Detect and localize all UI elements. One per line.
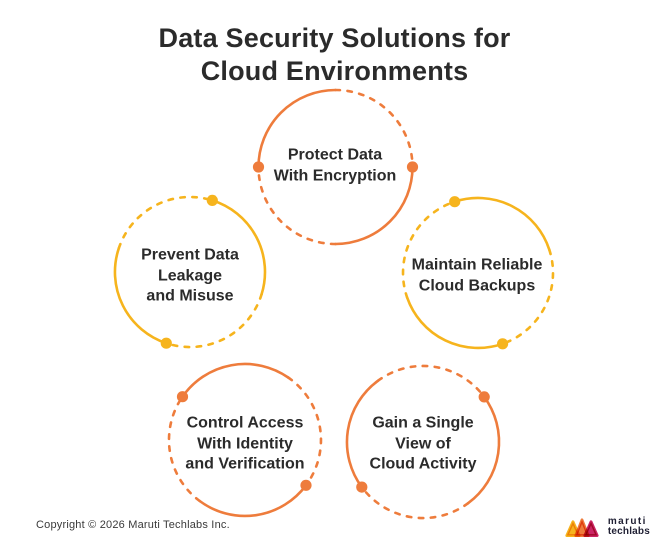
copyright-text: Copyright © 2026 Maruti Techlabs Inc. [36,519,230,531]
logo-triangle-magenta-outline [583,520,599,537]
label-prevent-leakage-line-3: and Misuse [146,287,234,305]
ring-cloud-activity-arc-solid-2 [345,379,380,489]
ring-prevent-leakage-arc-dashed-2 [117,195,214,250]
ring-protect-data-arc-solid-1 [257,88,337,169]
ring-cloud-activity-dot-top [478,391,490,403]
label-cloud-activity-line-2: View of [395,434,451,452]
label-prevent-leakage: Prevent Data Leakage and Misuse [141,245,239,307]
ring-prevent-leakage-dot-top [206,194,218,206]
ring-cloud-backups-dot-top [449,196,461,208]
ring-protect-data-dot-right [406,161,419,173]
logo-triangle-orange-outline [574,518,590,537]
label-control-access-line-2: With Identity [197,434,293,452]
maruti-techlabs-logo-icon [565,518,599,537]
ring-control-access-arc-dashed-1 [286,376,323,487]
label-cloud-backups: Maintain Reliable Cloud Backups [412,256,543,297]
ring-control-access-arc-solid-2 [198,484,308,518]
ring-prevent-leakage-arc-solid-2 [113,247,168,345]
label-cloud-activity: Gain a Single View of Cloud Activity [370,413,477,475]
page-title-line-2: Cloud Environments [200,56,469,86]
page-title-line-1: Data Security Solutions for [158,23,511,53]
ring-cloud-backups-arc-solid-1 [453,196,551,251]
label-protect-data-line-1: Protect Data [287,146,383,164]
page-title: Data Security Solutions for Cloud Enviro… [0,22,669,88]
ring-control-access-arc-solid-1 [181,362,290,398]
ring-protect-data [252,88,419,246]
ring-control-access-dot-bottom [300,479,312,491]
brand-wordmark: maruti techlabs [607,515,650,537]
ring-control-access [167,362,323,518]
ring-cloud-activity-arc-dashed-2 [376,364,486,399]
ring-cloud-backups [401,196,555,350]
label-cloud-activity-line-3: Cloud Activity [369,455,477,473]
ring-cloud-backups-arc-solid-2 [405,296,504,350]
label-control-access-line-3: and Verification [185,455,305,473]
logo-triangle-yellow-outline [565,520,581,537]
label-cloud-backups-line-1: Maintain Reliable [411,256,543,274]
brand-name-line-1: maruti [607,515,647,527]
ring-cloud-activity-arc-solid-1 [466,395,501,505]
label-control-access-line-1: Control Access [186,414,304,432]
ring-prevent-leakage [113,194,267,349]
ring-cloud-backups-dot-bottom [497,338,509,350]
brand-name-line-2: techlabs [607,525,650,537]
ring-prevent-leakage-dot-bottom [160,337,172,349]
label-control-access: Control Access With Identity and Verific… [185,413,304,475]
ring-protect-data-arc-dashed-1 [334,88,414,169]
label-protect-data: Protect Data With Encryption [274,146,397,187]
ring-cloud-backups-arc-dashed-2 [401,200,456,299]
ring-protect-data-dot-left [252,161,265,173]
label-prevent-leakage-line-2: Leakage [157,266,223,284]
label-prevent-leakage-line-1: Prevent Data [141,246,239,264]
ring-prevent-leakage-arc-dashed-1 [165,293,263,349]
ring-protect-data-arc-dashed-2 [257,165,337,246]
ring-control-access-arc-dashed-2 [167,395,201,503]
ring-control-access-dot-top [176,391,189,403]
label-cloud-backups-line-2: Cloud Backups [418,277,536,294]
ring-cloud-activity-dot-bottom [356,481,368,493]
label-protect-data-line-2: With Encryption [273,167,397,184]
ring-cloud-activity [345,364,501,520]
ring-cloud-activity-arc-dashed-1 [360,485,470,520]
ring-protect-data-arc-solid-2 [334,165,414,246]
label-cloud-activity-line-1: Gain a Single [372,414,474,432]
ring-prevent-leakage-arc-solid-1 [211,199,267,296]
ring-cloud-backups-arc-dashed-1 [501,248,555,346]
brand-logo: maruti techlabs [563,513,650,540]
